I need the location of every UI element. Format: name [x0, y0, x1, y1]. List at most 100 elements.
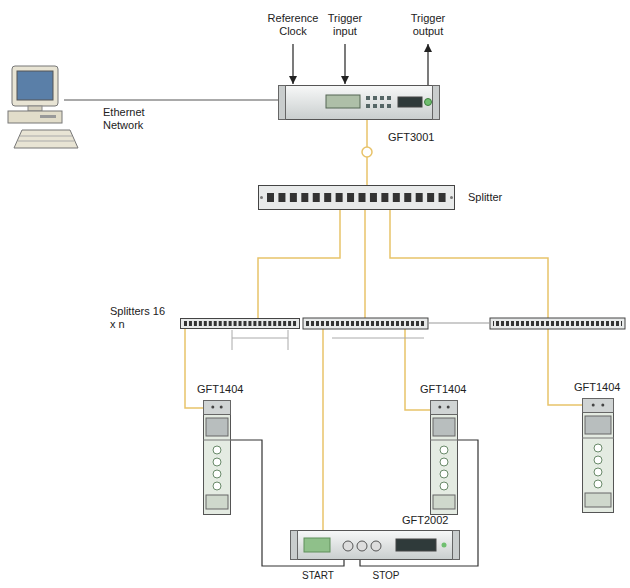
- port-symbol: [347, 193, 354, 202]
- port-symbol: [404, 193, 411, 202]
- module-connector: [594, 480, 602, 488]
- status-led: [220, 406, 223, 409]
- device-drawing: [278, 85, 440, 120]
- module-connector: [440, 470, 448, 478]
- mount-hole: [450, 196, 453, 199]
- device-label: GFT1404: [420, 383, 466, 396]
- panel-button: [387, 96, 391, 100]
- port-symbol: [283, 321, 286, 326]
- splitter-ports: [306, 318, 425, 329]
- port-symbol: [194, 321, 197, 326]
- port-symbol: [204, 321, 207, 326]
- module-top: [204, 401, 231, 415]
- port-symbol: [439, 193, 446, 202]
- bnc-connector: [343, 541, 353, 551]
- keyboard: [14, 130, 78, 148]
- annotation-label: Trigger input: [320, 12, 370, 38]
- computer-case: [8, 111, 62, 123]
- panel-button: [366, 96, 370, 100]
- monitor: [12, 66, 58, 106]
- port-symbol: [290, 193, 297, 202]
- module-divider: [203, 440, 231, 441]
- timing-unit: GFT3001: [278, 85, 440, 120]
- rack-ear: [453, 531, 460, 560]
- coax-cable: [360, 440, 478, 566]
- patch-link: [428, 323, 490, 324]
- status-led: [438, 406, 441, 409]
- port-symbol: [184, 321, 187, 326]
- fibre-link: [185, 329, 203, 408]
- module-connector: [440, 482, 448, 490]
- monitor-stand: [28, 106, 42, 111]
- device-label: GFT2002: [402, 514, 448, 527]
- signal-name: STOP: [366, 569, 406, 582]
- fibre-line: [322, 329, 324, 530]
- port-symbol: [224, 321, 227, 326]
- device-label: Splitters 16 x n: [110, 305, 168, 331]
- module-top: [583, 399, 614, 413]
- splitter-panel: [303, 318, 428, 329]
- module-connector: [213, 446, 221, 454]
- fibre-line: [390, 210, 548, 318]
- signal-arrow: [292, 44, 293, 84]
- module-latch: [585, 493, 611, 507]
- port-symbol: [248, 321, 251, 326]
- port-symbol: [253, 321, 256, 326]
- port-symbol: [267, 193, 274, 202]
- module-connector: [440, 446, 448, 454]
- port-symbol: [278, 193, 285, 202]
- status-led: [601, 404, 604, 407]
- signal-name: START: [298, 569, 338, 582]
- port-symbol: [273, 321, 276, 326]
- port-symbol: [234, 321, 237, 326]
- module-window: [433, 418, 455, 436]
- bnc-connector: [357, 541, 367, 551]
- port-symbol: [393, 193, 400, 202]
- device-label: Splitter: [468, 191, 502, 204]
- port-symbol: [229, 321, 232, 326]
- port-symbol: [381, 193, 388, 202]
- status-display: [396, 539, 436, 551]
- device-drawing: [582, 398, 614, 513]
- device-drawing: [203, 400, 231, 515]
- module-body: [583, 399, 614, 513]
- rack-ear: [291, 531, 298, 560]
- port-symbol: [416, 193, 423, 202]
- panel-button: [373, 96, 377, 100]
- port-symbol: [263, 321, 266, 326]
- computer-icon: [8, 66, 78, 148]
- module-connector: [440, 458, 448, 466]
- module-latch: [206, 495, 228, 509]
- device-drawing: [290, 530, 460, 560]
- port-symbol: [324, 193, 331, 202]
- port-symbol: [370, 193, 377, 202]
- port-symbol: [239, 321, 242, 326]
- fibre-line: [405, 329, 430, 410]
- rack-ear: [279, 86, 286, 120]
- port-symbol: [293, 321, 296, 326]
- patch-lead: [332, 338, 424, 339]
- module-window: [206, 418, 228, 436]
- port-symbol: [278, 321, 281, 326]
- coax-cable: [231, 440, 344, 566]
- status-led: [447, 406, 450, 409]
- rack-body: [279, 86, 440, 120]
- port-symbol: [209, 321, 212, 326]
- status-led: [442, 543, 447, 548]
- rack-ear: [433, 86, 440, 120]
- fibre-link: [258, 210, 340, 318]
- device-label: GFT1404: [197, 383, 243, 396]
- receiver-module: GFT1404: [430, 400, 458, 515]
- panel-button: [387, 104, 391, 108]
- panel-body: [181, 319, 300, 329]
- device-drawing: [258, 185, 455, 210]
- device-label: GFT1404: [574, 381, 620, 394]
- receiver-module: GFT1404: [203, 400, 231, 515]
- signal-arrow: [427, 44, 428, 85]
- screen: [17, 71, 53, 100]
- panel-button: [380, 96, 384, 100]
- status-display: [398, 97, 422, 107]
- module-top: [431, 401, 458, 415]
- port-symbol: [336, 193, 343, 202]
